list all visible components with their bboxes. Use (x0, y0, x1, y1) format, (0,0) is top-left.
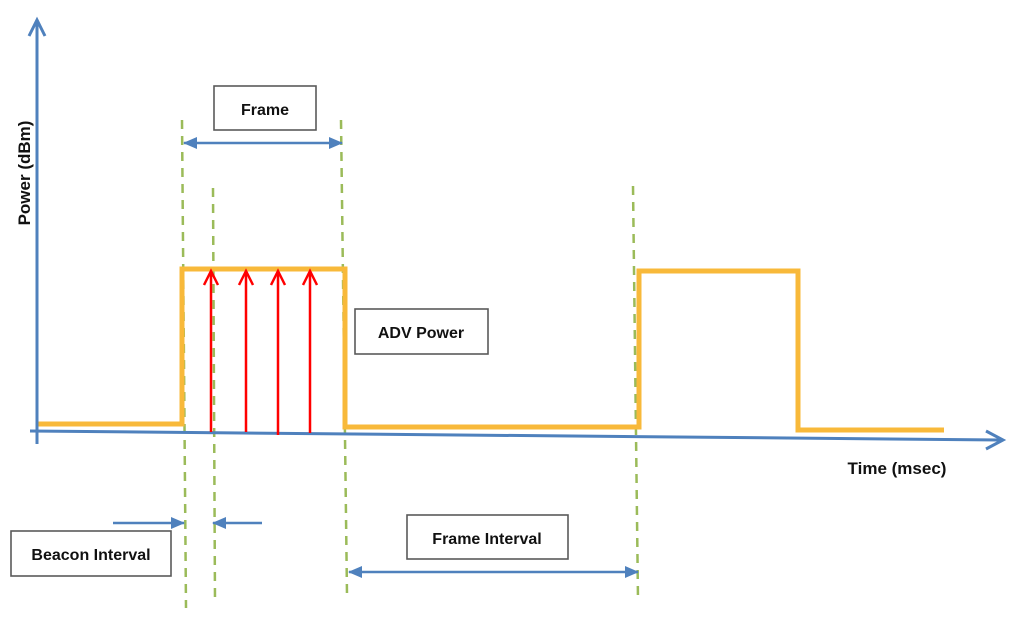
y-axis-arrowhead-icon (27, 16, 47, 37)
x-axis (29, 429, 1001, 442)
guide-first-beacon (211, 187, 217, 603)
beacon-arrowhead-icon (269, 268, 287, 286)
beacon-arrows (202, 268, 319, 435)
x-axis-title: Time (msec) (848, 459, 947, 478)
adv-power-label: ADV Power (378, 325, 464, 342)
beacon-arrowhead-icon (202, 268, 220, 286)
guide-next-frame-start (631, 185, 640, 601)
frame-label-box: Frame (213, 85, 317, 131)
beacon-arrowhead-icon (301, 268, 319, 286)
frame-label: Frame (241, 102, 289, 119)
beacon-interval-label: Beacon Interval (31, 547, 150, 564)
y-axis-title: Power (dBm) (15, 121, 34, 226)
frame-interval-label: Frame Interval (432, 531, 541, 548)
beacon-arrowhead-icon (237, 268, 255, 286)
x-axis-arrowhead-icon (985, 429, 1007, 451)
frame-interval-label-box: Frame Interval (406, 514, 569, 560)
beacon-interval-label-box: Beacon Interval (10, 530, 172, 577)
signal-pulse-2 (633, 268, 944, 433)
adv-power-label-box: ADV Power (354, 308, 489, 355)
signal-pulse-1 (38, 266, 633, 430)
power-signal (38, 266, 944, 433)
